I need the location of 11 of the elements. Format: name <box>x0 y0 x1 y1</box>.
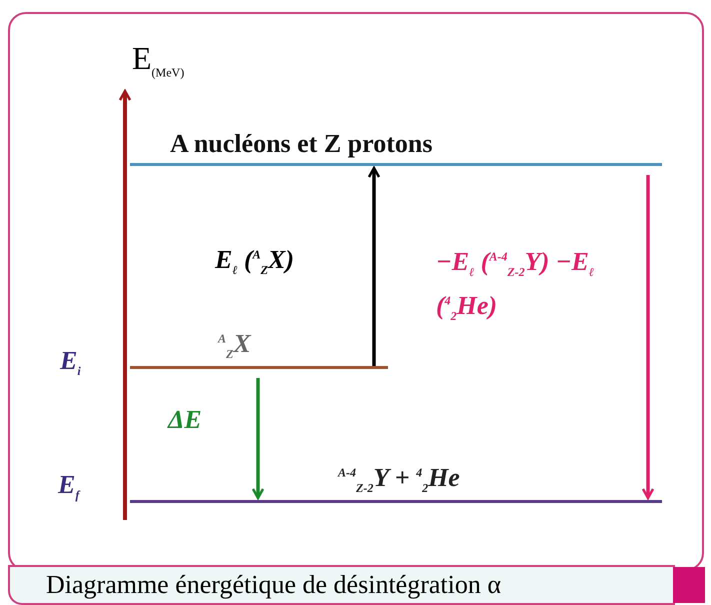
axis-label: E$_{(MeV)}$ <box>132 40 184 80</box>
arrow <box>642 175 654 500</box>
edge-label: E$_{ℓ}$ ($^{A}$$_{Z}$X) <box>215 244 296 280</box>
edge-label: ΔE <box>168 404 203 436</box>
edge-label: −E$_{ℓ}$ ($^{A-4}$$_{Z-2}$Y) −E$_{ℓ}$ ($^{4}$$_{2}$He) <box>436 246 596 326</box>
arrow <box>368 166 380 366</box>
energy-symbol: E$_{i}$ <box>60 346 81 380</box>
caption: Diagramme énergétique de désintégration α <box>46 570 501 600</box>
arrow <box>252 378 264 500</box>
level-label: A nucléons et Z protons <box>170 129 432 159</box>
energy-symbol: E$_{f}$ <box>58 470 80 504</box>
